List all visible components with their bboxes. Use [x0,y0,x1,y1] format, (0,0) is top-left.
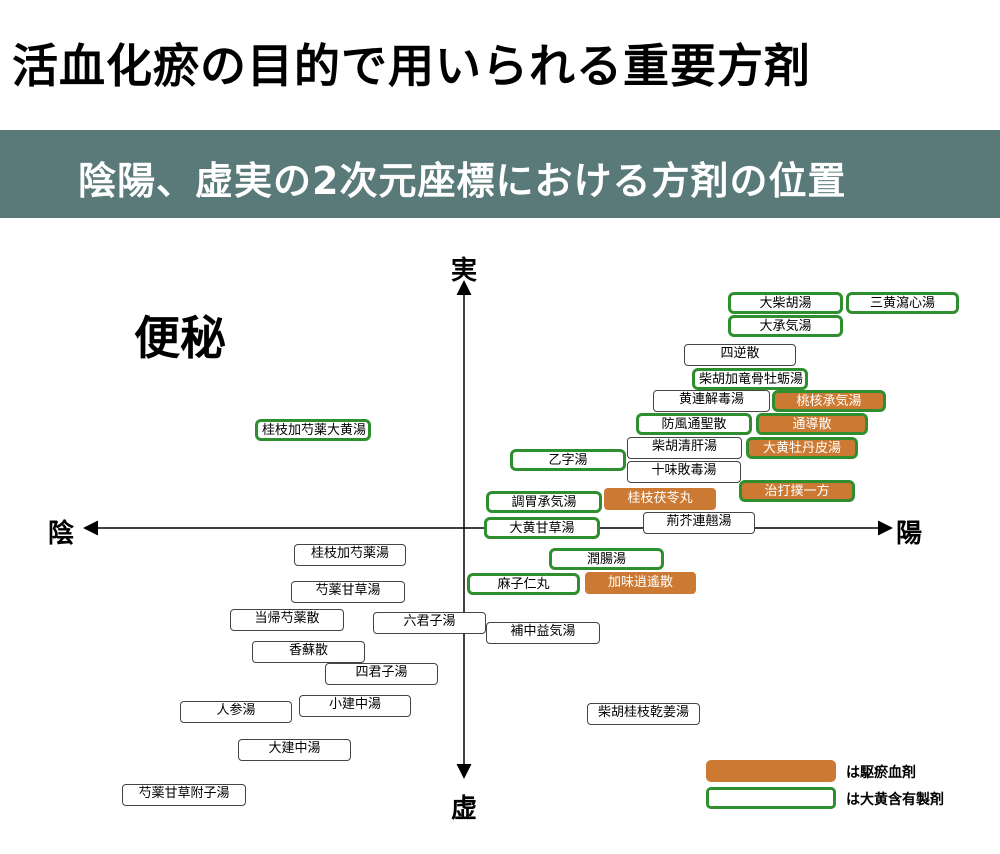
remedy-kososan: 香蘇散 [252,641,365,663]
remedy-saikoseikanto: 柴胡清肝湯 [627,437,742,459]
axis-label-bottom: 虚 [451,794,478,824]
remedy-keishikashakuyakuto: 桂枝加芍薬湯 [294,544,406,566]
remedy-tsudosan: 通導散 [756,413,868,435]
remedy-junchoto: 潤腸湯 [549,548,664,570]
legend-swatch-orange [706,760,836,782]
remedy-sanoushashinto: 三黄瀉心湯 [846,292,959,314]
remedy-jumihaidokuto: 十味敗毒湯 [627,461,741,483]
remedy-saikokaryukotsuboreito: 柴胡加竜骨牡蛎湯 [692,368,808,390]
remedy-daisaikoto: 大柴胡湯 [728,292,843,314]
section-label: 便秘 [134,311,226,365]
legend-label-green: は大黄含有製剤 [846,792,944,808]
legend-swatch-green [706,787,836,809]
remedy-rikkunshito: 六君子湯 [373,612,486,634]
remedy-kamishoyosan: 加味逍遙散 [585,572,696,594]
subtitle-banner: 陰陽、虚実の2次元座標における方剤の位置 [0,130,1000,218]
remedy-choijokito: 調胃承気湯 [486,491,602,513]
remedy-tokishakuyakusan: 当帰芍薬散 [230,609,344,631]
remedy-otsujito: 乙字湯 [510,449,626,471]
banner-text: 陰陽、虚実の2次元座標における方剤の位置 [78,159,847,203]
remedy-jidabokuippo: 治打撲一方 [739,480,855,502]
legend-label-orange: は駆瘀血剤 [846,765,916,781]
remedy-shigyakusan: 四逆散 [684,344,796,366]
remedy-keishibukuryogan: 桂枝茯苓丸 [604,488,716,510]
axis-label-left: 陰 [48,519,75,549]
remedy-saikokeishikankyoto: 柴胡桂枝乾姜湯 [587,703,700,725]
remedy-daikenchuto: 大建中湯 [238,739,351,761]
remedy-ninjinto: 人参湯 [180,701,292,723]
remedy-keigairengyoto: 荊芥連翹湯 [643,512,755,534]
remedy-daiobotanpito: 大黄牡丹皮湯 [746,437,858,459]
remedy-tokakujokito: 桃核承気湯 [772,390,886,412]
remedy-shakuyakukanzobushito: 芍薬甘草附子湯 [122,784,246,806]
remedy-shokenchuto: 小建中湯 [299,695,411,717]
remedy-bofutsushosan: 防風通聖散 [636,413,752,435]
remedy-orengedokuto: 黄連解毒湯 [653,390,770,412]
remedy-daijokito: 大承気湯 [728,315,843,337]
remedy-hochuekkito: 補中益気湯 [486,622,600,644]
remedy-daiokanzoto: 大黄甘草湯 [484,517,600,539]
remedy-mashiningan: 麻子仁丸 [467,573,580,595]
axis-label-right: 陽 [896,519,923,549]
page-title: 活血化瘀の目的で用いられる重要方剤 [12,39,811,93]
remedy-keishikashakuyakudaioto: 桂枝加芍薬大黄湯 [255,419,371,441]
axis-label-top: 実 [451,256,478,286]
remedy-shikunshito: 四君子湯 [325,663,438,685]
remedy-shakuyakukanzoto: 芍薬甘草湯 [291,581,405,603]
